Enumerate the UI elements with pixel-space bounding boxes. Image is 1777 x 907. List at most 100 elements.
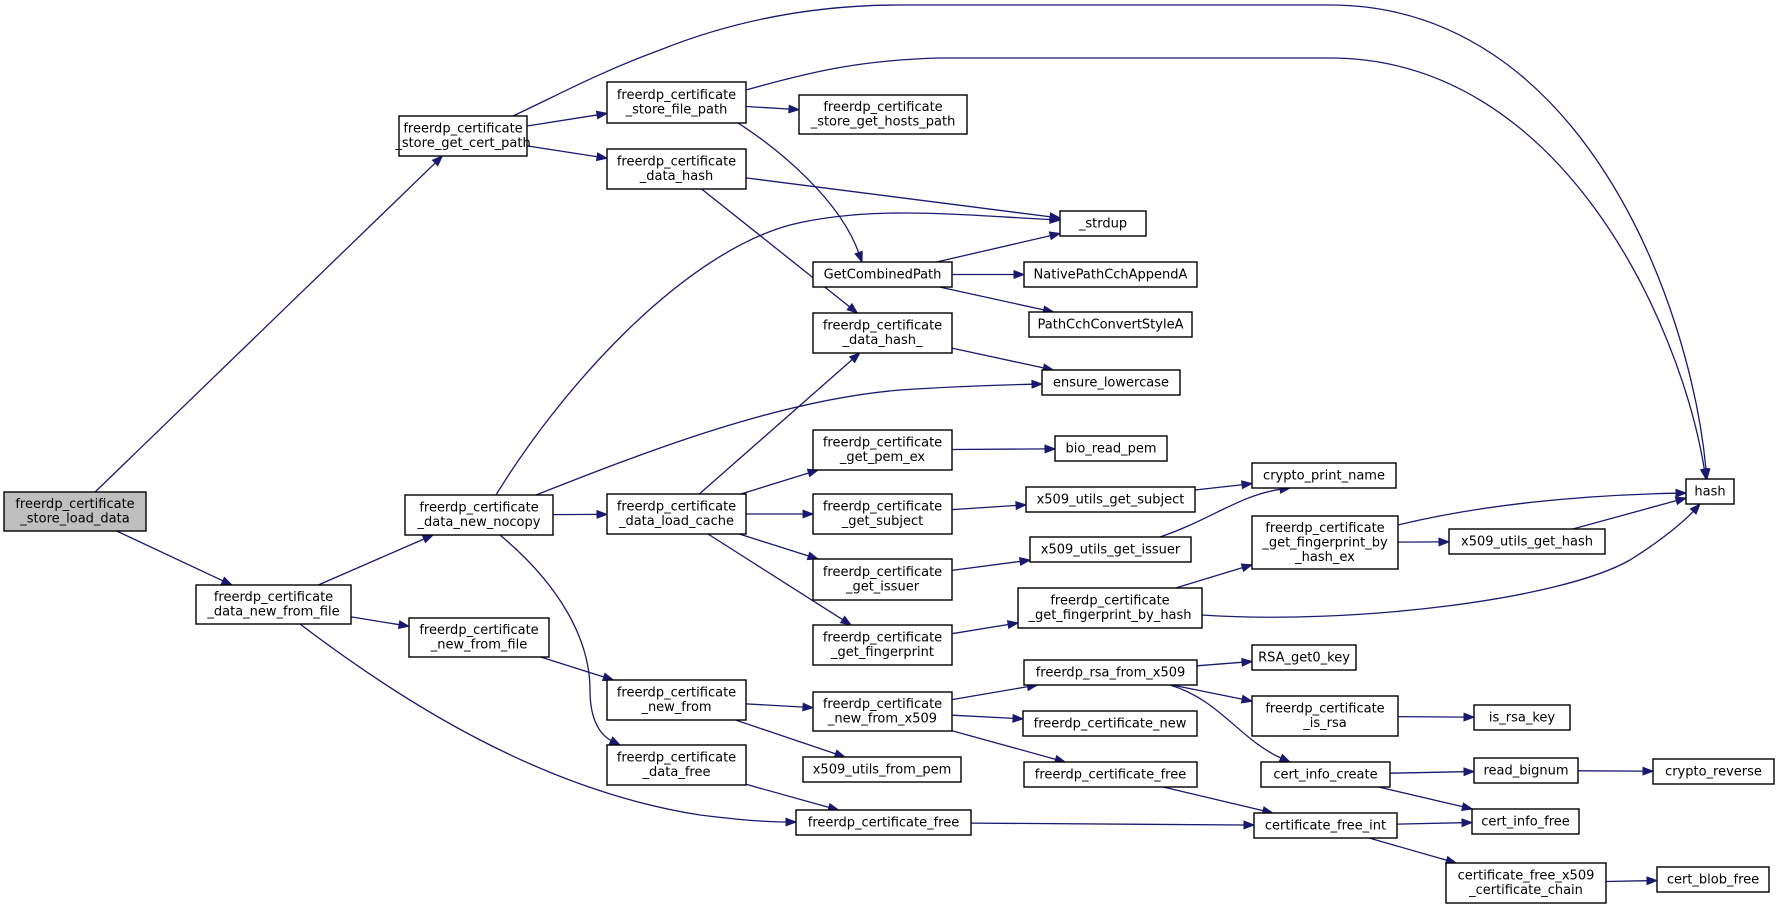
node-certificate-free[interactable]: freerdp_certificate_free: [795, 809, 972, 836]
node-RSA-get0-key[interactable]: RSA_get0_key: [1251, 644, 1357, 671]
node-box[interactable]: [398, 115, 528, 157]
node-box[interactable]: [1017, 587, 1203, 629]
node-store-get-cert-path[interactable]: freerdp_certificate_store_get_cert_path: [394, 115, 531, 157]
node-label-line: is_rsa_key: [1489, 710, 1556, 725]
node-cert-info-free[interactable]: cert_info_free: [1471, 808, 1580, 835]
edge-arrowhead: [1048, 231, 1062, 241]
node-box[interactable]: [1260, 761, 1391, 788]
node-data-load-cache[interactable]: freerdp_certificate_data_load_cache: [606, 493, 747, 535]
node-new-from[interactable]: freerdp_certificate_new_from: [606, 679, 747, 721]
node-data-hash-[interactable]: freerdp_certificate_data_hash_: [812, 312, 953, 354]
node-box[interactable]: [1023, 659, 1198, 686]
node-box[interactable]: [1473, 704, 1571, 731]
node-GetCombinedPath[interactable]: GetCombinedPath: [812, 261, 953, 288]
node-box[interactable]: [812, 493, 953, 535]
node-box[interactable]: [812, 558, 953, 601]
node-store-file-path[interactable]: freerdp_certificate_store_file_path: [606, 81, 747, 124]
node-box[interactable]: [1656, 866, 1770, 893]
node-get-pem-ex[interactable]: freerdp_certificate_get_pem_ex: [812, 429, 953, 471]
node-box[interactable]: [1445, 862, 1607, 904]
node-box[interactable]: [812, 312, 953, 354]
node-box[interactable]: [812, 624, 953, 666]
node-box[interactable]: [1471, 808, 1580, 835]
node-certificate-free-int[interactable]: certificate_free_int: [1253, 812, 1398, 839]
node-x509-utils-get-hash[interactable]: x509_utils_get_hash: [1448, 528, 1606, 555]
node-box[interactable]: [606, 81, 747, 124]
node-bio-read-pem[interactable]: bio_read_pem: [1054, 435, 1168, 462]
node-ensure-lowercase[interactable]: ensure_lowercase: [1041, 369, 1181, 396]
edge-arrowhead: [421, 534, 435, 544]
node-crypto-reverse[interactable]: crypto_reverse: [1652, 758, 1775, 785]
node-box[interactable]: [1251, 695, 1399, 737]
node-data-new-nocopy[interactable]: freerdp_certificate_data_new_nocopy: [404, 494, 554, 536]
node-data-free[interactable]: freerdp_certificate_data_free: [606, 744, 747, 786]
node-store-get-hosts-path[interactable]: freerdp_certificate_store_get_hosts_path: [798, 94, 968, 135]
node-certificate-new[interactable]: freerdp_certificate_new: [1022, 710, 1198, 737]
node-rsa-from-x509[interactable]: freerdp_rsa_from_x509: [1023, 659, 1198, 686]
node-box[interactable]: [1029, 536, 1192, 563]
node-certificate-free-x509-chain[interactable]: certificate_free_x509_certificate_chain: [1445, 862, 1607, 904]
node-box[interactable]: [1253, 812, 1398, 839]
edge-rsa_from_x509-to-is_rsa: [1171, 684, 1254, 704]
node-get-fingerprint-by-hash-ex[interactable]: freerdp_certificate_get_fingerprint_by_h…: [1251, 515, 1399, 570]
node-strdup[interactable]: _strdup: [1059, 210, 1147, 237]
node-box[interactable]: [1251, 515, 1399, 570]
node-box[interactable]: [798, 94, 968, 135]
node-get-fingerprint[interactable]: freerdp_certificate_get_fingerprint: [812, 624, 953, 666]
node-box[interactable]: [802, 756, 962, 783]
node-data-new-from-file[interactable]: freerdp_certificate_data_new_from_file: [195, 584, 352, 625]
node-hash[interactable]: hash: [1685, 478, 1735, 505]
node-box[interactable]: [812, 429, 953, 471]
node-box[interactable]: [1473, 757, 1579, 784]
node-box[interactable]: [1023, 761, 1198, 788]
node-box[interactable]: [1025, 486, 1196, 513]
node-box[interactable]: [795, 809, 972, 836]
node-box[interactable]: [195, 584, 352, 625]
node-box[interactable]: [404, 494, 554, 536]
node-box[interactable]: [1251, 462, 1397, 489]
node-box[interactable]: [1448, 528, 1606, 555]
nodes-layer: freerdp_certificate_store_load_datafreer…: [3, 81, 1775, 904]
node-box[interactable]: [812, 261, 953, 288]
node-box[interactable]: [1251, 644, 1357, 671]
node-data-hash[interactable]: freerdp_certificate_data_hash: [606, 148, 747, 190]
edge-line: [951, 504, 1018, 511]
node-box[interactable]: [408, 617, 550, 658]
node-box[interactable]: [1685, 478, 1735, 505]
node-cert-info-create[interactable]: cert_info_create: [1260, 761, 1391, 788]
node-label-line: _new_from_file: [430, 638, 527, 653]
node-store-load-data[interactable]: freerdp_certificate_store_load_data: [3, 491, 147, 532]
node-label-line: _get_subject: [841, 514, 923, 529]
node-get-fingerprint-by-hash[interactable]: freerdp_certificate_get_fingerprint_by_h…: [1017, 587, 1203, 629]
node-is-rsa[interactable]: freerdp_certificate_is_rsa: [1251, 695, 1399, 737]
node-box[interactable]: [812, 691, 953, 732]
node-PathCchConvertStyleA[interactable]: PathCchConvertStyleA: [1028, 311, 1193, 338]
node-get-issuer[interactable]: freerdp_certificate_get_issuer: [812, 558, 953, 601]
node-x509-utils-get-issuer[interactable]: x509_utils_get_issuer: [1029, 536, 1192, 563]
node-NativePathCchAppendA[interactable]: NativePathCchAppendA: [1023, 261, 1198, 288]
node-label-line: _hash_ex: [1294, 550, 1355, 565]
node-box[interactable]: [1652, 758, 1775, 785]
node-label-line: RSA_get0_key: [1258, 650, 1350, 665]
node-is-rsa-key[interactable]: is_rsa_key: [1473, 704, 1571, 731]
node-x509-utils-get-subject[interactable]: x509_utils_get_subject: [1025, 486, 1196, 513]
node-box[interactable]: [1041, 369, 1181, 396]
node-box[interactable]: [606, 148, 747, 190]
node-certificate-free-2[interactable]: freerdp_certificate_free: [1023, 761, 1198, 788]
node-new-from-file[interactable]: freerdp_certificate_new_from_file: [408, 617, 550, 658]
node-crypto-print-name[interactable]: crypto_print_name: [1251, 462, 1397, 489]
node-box[interactable]: [1023, 261, 1198, 288]
node-cert-blob-free[interactable]: cert_blob_free: [1656, 866, 1770, 893]
node-box[interactable]: [3, 491, 147, 532]
node-box[interactable]: [1059, 210, 1147, 237]
node-box[interactable]: [1022, 710, 1198, 737]
node-x509-utils-from-pem[interactable]: x509_utils_from_pem: [802, 756, 962, 783]
node-box[interactable]: [606, 493, 747, 535]
node-get-subject[interactable]: freerdp_certificate_get_subject: [812, 493, 953, 535]
node-new-from-x509[interactable]: freerdp_certificate_new_from_x509: [812, 691, 953, 732]
node-box[interactable]: [606, 744, 747, 786]
node-read-bignum[interactable]: read_bignum: [1473, 757, 1579, 784]
node-box[interactable]: [606, 679, 747, 721]
node-box[interactable]: [1054, 435, 1168, 462]
node-box[interactable]: [1028, 311, 1193, 338]
